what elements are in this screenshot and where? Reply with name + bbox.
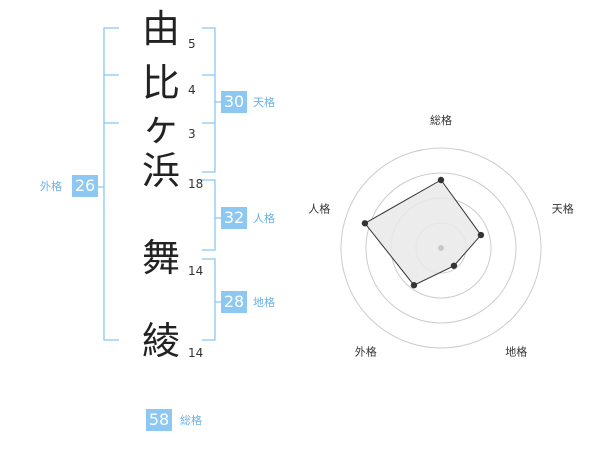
tenkaku-value-box: 30 <box>221 91 247 113</box>
name-char-3: ヶ <box>141 105 180 149</box>
soukaku-label: 総格 <box>180 414 202 427</box>
bracket-jinkaku <box>202 179 216 251</box>
stroke-count-6: 14 <box>188 346 204 360</box>
gaikaku-label: 外格 <box>40 180 62 193</box>
jinkaku-label: 人格 <box>253 212 275 225</box>
name-char-4: 浜 <box>141 149 180 193</box>
tenkaku-label: 天格 <box>253 96 275 109</box>
stroke-count-3: 3 <box>188 127 196 141</box>
stroke-count-4: 18 <box>188 177 204 191</box>
radar-area <box>364 179 482 286</box>
jinkaku-value-box: 32 <box>221 207 247 229</box>
bracket-tenkaku <box>202 27 216 173</box>
stroke-count-1: 5 <box>188 37 196 51</box>
radar-point <box>437 176 445 184</box>
radar-grid-ring <box>365 172 517 324</box>
radar-axis-label: 地格 <box>505 345 527 359</box>
gaikaku-value-box: 26 <box>72 175 98 197</box>
bracket-gaikaku <box>103 27 119 341</box>
bracket-chikaku <box>202 258 216 341</box>
radar-axis-label: 外格 <box>355 345 377 359</box>
radar-point <box>477 231 485 239</box>
chikaku-label: 地格 <box>253 296 275 309</box>
stroke-count-5: 14 <box>188 264 204 278</box>
radar-point <box>450 262 458 269</box>
name-char-5: 舞 <box>141 236 180 280</box>
chikaku-value-box: 28 <box>221 291 247 313</box>
radar-grid-ring <box>340 147 542 349</box>
radar-axis-label: 天格 <box>552 201 574 215</box>
name-char-6: 綾 <box>141 319 180 363</box>
name-char-1: 由 <box>141 7 180 51</box>
radar-point <box>410 282 418 289</box>
radar-axis-label: 総格 <box>430 113 452 127</box>
radar-center <box>438 245 444 251</box>
name-char-2: 比 <box>141 61 180 105</box>
radar-point <box>361 220 369 227</box>
stroke-count-2: 4 <box>188 83 196 97</box>
soukaku-value-box: 58 <box>146 409 172 431</box>
radar-axis-label: 人格 <box>308 201 330 215</box>
